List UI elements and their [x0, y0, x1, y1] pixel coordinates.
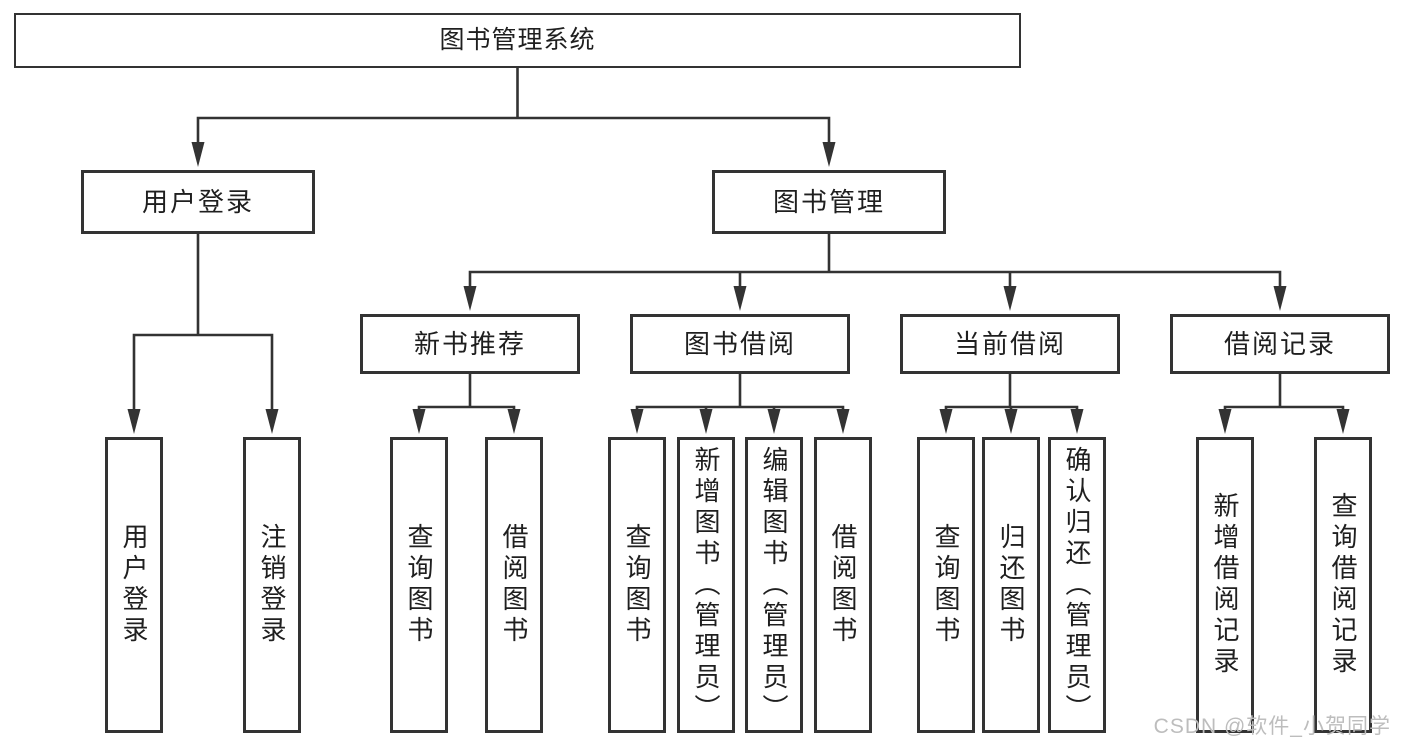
node-book-management-system: 图书管理系统	[14, 13, 1021, 68]
node-user-login: 用户登录	[105, 437, 163, 733]
node-borrow-books-borrowing: 借阅图书	[814, 437, 872, 733]
arrowhead	[836, 409, 850, 434]
connector-borrowing-records-split	[1218, 372, 1350, 434]
node-label: 借阅图书	[499, 523, 529, 647]
node-label: 当前借阅	[953, 329, 1066, 359]
node-label: 图书管理	[772, 187, 885, 217]
arrowhead	[767, 409, 781, 434]
arrowhead	[630, 409, 644, 434]
watermark: CSDN @软件_小贺同学	[1153, 715, 1391, 738]
node-logout: 注销登录	[243, 437, 301, 733]
node-label: 查询借阅记录	[1328, 492, 1358, 678]
arrowhead	[822, 142, 836, 167]
connector-root-split	[191, 66, 836, 167]
connector-book-management-split	[463, 232, 1287, 311]
node-user-login-group: 用户登录	[81, 170, 315, 234]
node-label: 归还图书	[996, 523, 1026, 647]
node-label: 借阅图书	[828, 523, 858, 647]
node-label: 图书管理系统	[439, 26, 596, 54]
node-return-books: 归还图书	[982, 437, 1040, 733]
node-borrow-books-recommend: 借阅图书	[485, 437, 543, 733]
arrowhead	[463, 286, 477, 311]
arrowhead	[1004, 409, 1018, 434]
arrowhead	[1273, 286, 1287, 311]
arrowhead	[939, 409, 953, 434]
arrowhead	[265, 409, 279, 434]
node-current-borrowing: 当前借阅	[900, 314, 1120, 374]
connector-book-borrowing-split	[630, 372, 850, 434]
node-label: 查询图书	[404, 523, 434, 647]
arrowhead	[1336, 409, 1350, 434]
node-label: 确认归还（管理员）	[1062, 445, 1092, 725]
node-add-borrow-record: 新增借阅记录	[1196, 437, 1254, 733]
node-label: 注销登录	[257, 523, 287, 647]
arrowhead	[1218, 409, 1232, 434]
arrowhead	[699, 409, 713, 434]
connector-new-book-split	[412, 372, 521, 434]
node-new-book-recommendation: 新书推荐	[360, 314, 580, 374]
node-label: 查询图书	[931, 523, 961, 647]
node-query-borrow-record: 查询借阅记录	[1314, 437, 1372, 733]
node-query-books-borrowing: 查询图书	[608, 437, 666, 733]
arrowhead	[412, 409, 426, 434]
arrowhead	[127, 409, 141, 434]
node-label: 查询图书	[622, 523, 652, 647]
arrowhead	[1003, 286, 1017, 311]
arrowhead	[191, 142, 205, 167]
node-query-books-current: 查询图书	[917, 437, 975, 733]
node-label: 新增借阅记录	[1210, 492, 1240, 678]
node-label: 借阅记录	[1223, 329, 1336, 359]
connector-current-borrowing-split	[939, 372, 1084, 434]
node-label: 新增图书（管理员）	[691, 445, 721, 725]
node-book-borrowing: 图书借阅	[630, 314, 850, 374]
node-add-book-admin: 新增图书（管理员）	[677, 437, 735, 733]
node-edit-book-admin: 编辑图书（管理员）	[745, 437, 803, 733]
connector-user-login-split	[127, 232, 279, 434]
node-query-books-recommend: 查询图书	[390, 437, 448, 733]
node-borrowing-records: 借阅记录	[1170, 314, 1390, 374]
node-book-management: 图书管理	[712, 170, 946, 234]
node-confirm-return-admin: 确认归还（管理员）	[1048, 437, 1106, 733]
arrowhead	[733, 286, 747, 311]
node-label: 用户登录	[119, 523, 149, 647]
arrowhead	[1070, 409, 1084, 434]
arrowhead	[507, 409, 521, 434]
node-label: 图书借阅	[683, 329, 796, 359]
node-label: 新书推荐	[413, 329, 526, 359]
node-label: 编辑图书（管理员）	[759, 445, 789, 725]
node-label: 用户登录	[141, 187, 254, 217]
